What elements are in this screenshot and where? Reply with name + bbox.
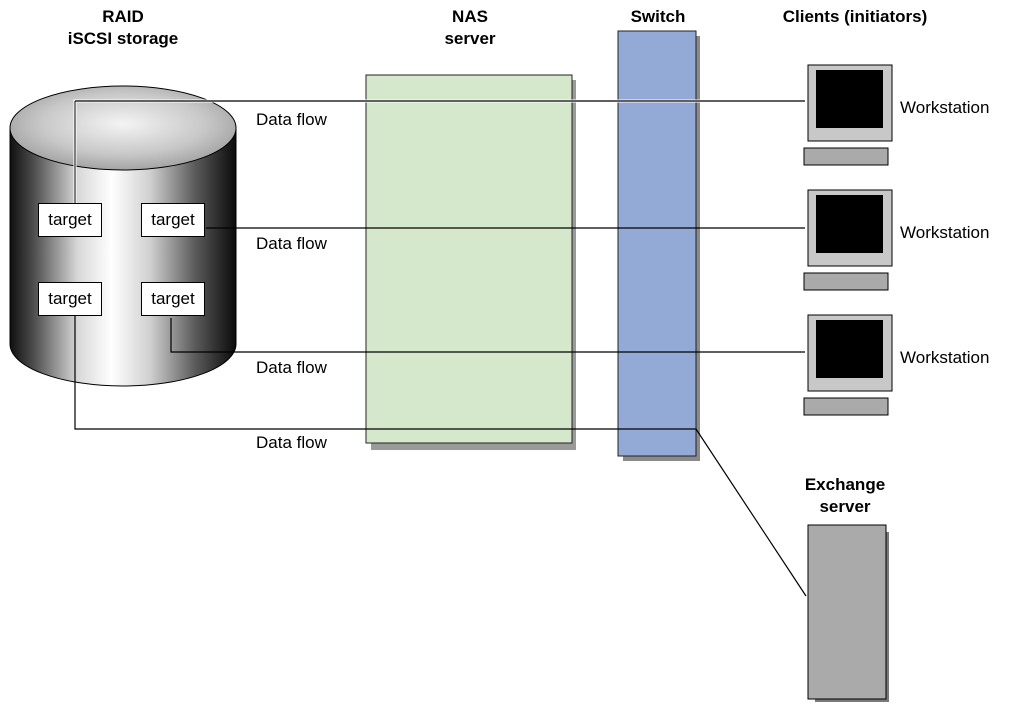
exchange-server-box — [807, 524, 887, 700]
target-box-2: target — [141, 203, 205, 237]
data-flow-label-2: Data flow — [256, 234, 327, 253]
data-flow-label-3: Data flow — [256, 358, 327, 377]
raid-title-line2: iSCSI storage — [67, 29, 179, 48]
nas-title-line1: NAS — [452, 7, 488, 26]
data-flow-lines — [73, 99, 807, 597]
switch-box — [617, 30, 697, 457]
switch-title: Switch — [630, 7, 686, 26]
clients-title: Clients (initiators) — [782, 7, 928, 26]
workstation-2-monitor — [803, 189, 893, 291]
target-box-3: target — [38, 282, 102, 316]
workstation-1-monitor — [803, 64, 893, 166]
nas-title: NAS server — [420, 6, 520, 50]
exchange-title: Exchange server — [790, 474, 900, 518]
target-box-4: target — [141, 282, 205, 316]
exchange-title-line1: Exchange — [804, 475, 886, 494]
raid-storage-cylinder — [9, 85, 237, 387]
workstation-3-monitor — [803, 314, 893, 416]
data-flow-label-1: Data flow — [256, 110, 327, 129]
data-flow-label-4: Data flow — [256, 433, 327, 452]
workstation-label-1: Workstation — [900, 98, 990, 117]
workstation-label-2: Workstation — [900, 223, 990, 242]
raid-title-line1: RAID — [102, 7, 144, 26]
raid-title: RAID iSCSI storage — [55, 6, 191, 50]
exchange-title-line2: server — [819, 497, 871, 516]
nas-server-box — [365, 74, 573, 444]
workstation-label-3: Workstation — [900, 348, 990, 367]
nas-title-line2: server — [444, 29, 496, 48]
target-box-1: target — [38, 203, 102, 237]
